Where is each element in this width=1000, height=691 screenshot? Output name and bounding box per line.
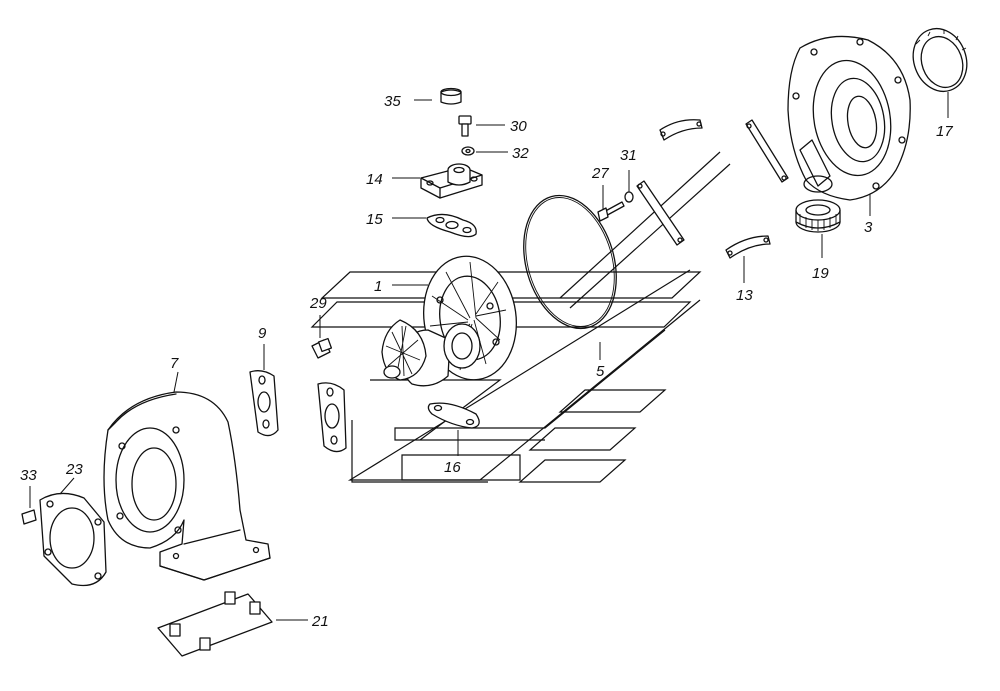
callout-27: 27 — [591, 165, 609, 182]
part-33-nut — [21, 509, 37, 525]
part-27-bolt — [597, 201, 625, 222]
callout-21: 21 — [311, 613, 329, 630]
part-13-clamps — [636, 119, 789, 259]
callout-9: 9 — [258, 325, 267, 342]
callout-13: 13 — [736, 287, 753, 304]
callout-1: 1 — [374, 278, 382, 295]
callout-35: 35 — [384, 93, 401, 110]
part-5-o-ring — [523, 194, 617, 330]
leader-lines — [29, 92, 949, 621]
part-31-washer — [624, 191, 634, 203]
part-21-plate — [157, 591, 273, 657]
part-30-bolt — [458, 115, 472, 137]
callout-17: 17 — [936, 123, 953, 140]
part-1-cartridge — [381, 255, 518, 387]
part-17-ring — [912, 27, 968, 93]
callout-14: 14 — [366, 171, 383, 188]
callout-32: 32 — [512, 145, 529, 162]
callout-7: 7 — [170, 355, 179, 372]
part-3-compressor-housing — [787, 35, 911, 201]
part-14-flange — [420, 163, 483, 199]
part-15-gasket — [426, 213, 477, 238]
background-graphic — [310, 151, 731, 483]
callout-29: 29 — [309, 295, 327, 312]
callout-33: 33 — [20, 467, 37, 484]
callout-3: 3 — [864, 219, 873, 236]
part-19-nut — [795, 199, 841, 233]
part-35-cap — [440, 87, 462, 105]
callout-23: 23 — [65, 461, 83, 478]
part-32-washer — [461, 146, 475, 156]
callout-19: 19 — [812, 265, 829, 282]
callouts: 35 30 32 14 15 27 31 17 3 19 13 1 29 9 7… — [20, 93, 953, 630]
part-23-gasket — [39, 492, 107, 587]
callout-15: 15 — [366, 211, 383, 228]
callout-30: 30 — [510, 118, 527, 135]
callout-31: 31 — [620, 147, 637, 164]
part-9-gaskets — [249, 370, 347, 453]
part-16-gasket — [427, 402, 480, 429]
callout-5: 5 — [596, 363, 605, 380]
part-29-fitting — [311, 337, 333, 359]
callout-16: 16 — [444, 459, 461, 476]
part-7-turbine-housing — [103, 391, 271, 581]
